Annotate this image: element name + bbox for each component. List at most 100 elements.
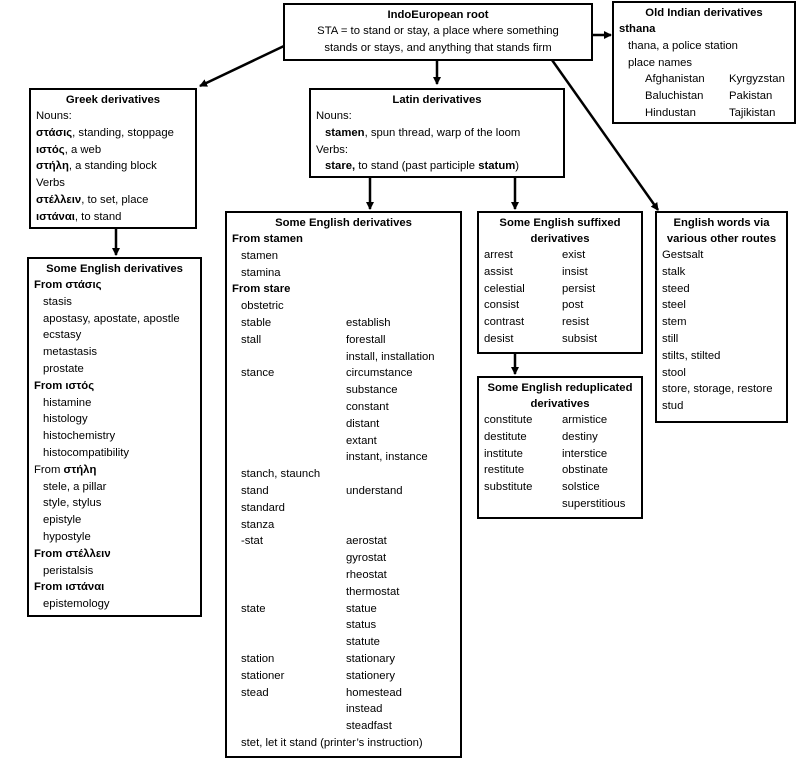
other-routes-box: English words via various other routes G…	[655, 211, 788, 423]
cell-left: state	[241, 602, 266, 615]
old-indian-line-1: thana, a police station	[628, 39, 738, 52]
greek-nouns-label: Nouns:	[36, 110, 72, 122]
reduplicated-title-2: derivatives	[530, 398, 590, 410]
cell-right: homestead	[346, 686, 402, 699]
cell-right: gyrostat	[346, 552, 387, 565]
word-right: destiny	[562, 430, 598, 443]
arrow-root-to-other-routes	[550, 59, 660, 211]
cell-right: rheostat	[346, 568, 387, 581]
word-left: celestial	[484, 282, 525, 295]
cell-right: distant	[346, 417, 380, 430]
word-right: insist	[562, 265, 588, 278]
cell-right: understand	[346, 484, 403, 497]
cell-left: -stat	[241, 535, 263, 548]
reduplicated-derivatives-box: Some English reduplicated derivatives co…	[477, 376, 643, 519]
table-row: steadfast	[232, 718, 455, 735]
table-row: consist post	[484, 297, 636, 314]
latin-noun: stamen, spun thread, warp of the loom	[325, 126, 521, 139]
place-name: Baluchistan	[645, 90, 704, 103]
cell-right: substance	[346, 384, 398, 397]
table-row: instant, instance	[232, 449, 455, 466]
cell-right: stationery	[346, 669, 395, 682]
heading-word: στήλη	[63, 463, 97, 476]
greek-english-title: Some English derivatives	[46, 263, 183, 275]
list-item: stele, a pillar	[43, 480, 107, 493]
word-left: constitute	[484, 414, 533, 426]
list-item: histocompatibility	[43, 446, 130, 459]
word-right: exist	[562, 249, 586, 261]
cell-right: aerostat	[346, 535, 387, 548]
list-item: store, storage, restore	[662, 383, 773, 396]
place-names-table: Afghanistan Baluchistan Hindustan Kyrgyz…	[619, 71, 789, 121]
stamen-item: stamina	[241, 266, 281, 279]
reduplicated-title-1: Some English reduplicated	[487, 382, 633, 394]
greek-verb: ιστάναι, to stand	[36, 210, 122, 223]
table-row: statute	[232, 634, 455, 651]
greek-noun: ιστός, a web	[36, 143, 102, 156]
word-right: obstinate	[562, 464, 608, 477]
cell-right: thermostat	[346, 585, 400, 598]
other-routes-title-2: various other routes	[666, 233, 777, 245]
word-left: contrast	[484, 316, 525, 329]
word-left: arrest	[484, 249, 513, 261]
cell-left: stall	[241, 333, 262, 346]
heading-prefix: From	[34, 547, 66, 560]
table-row: status	[232, 617, 455, 634]
table-row: rheostat	[232, 567, 455, 584]
heading-word: στάσις	[65, 279, 102, 291]
cell-left: obstetric	[241, 300, 284, 313]
list-item: epistemology	[43, 598, 110, 611]
word-right: post	[562, 299, 584, 312]
old-indian-line-2: place names	[628, 56, 693, 69]
old-indian-title: Old Indian derivatives	[645, 7, 763, 19]
table-row: -stat aerostat	[232, 533, 455, 550]
cell-right: instead	[346, 703, 383, 716]
table-row: constant	[232, 399, 455, 416]
list-item: apostasy, apostate, apostle	[43, 312, 180, 325]
root-line-2: stands or stays, and anything that stand…	[324, 41, 552, 54]
suffixed-title-1: Some English suffixed	[499, 217, 621, 229]
greek-verbs-label: Verbs	[36, 177, 65, 190]
cell-right: constant	[346, 400, 389, 413]
word-right: subsist	[562, 332, 598, 345]
list-item: epistyle	[43, 514, 82, 527]
word-right: superstitious	[562, 497, 626, 510]
table-row: thermostat	[232, 584, 455, 601]
greek-noun: στάσις, standing, stoppage	[36, 126, 174, 139]
table-row: extant	[232, 433, 455, 450]
list-item: steed	[662, 282, 690, 295]
root-title: IndoEuropean root	[387, 9, 489, 21]
word-left: substitute	[484, 481, 533, 494]
cell-right: statue	[346, 602, 377, 615]
stamen-item: stamen	[241, 249, 279, 262]
word-left: desist	[484, 332, 514, 345]
latin-verb: stare, to stand (past participle statum)	[325, 160, 520, 173]
list-item: histochemistry	[43, 430, 116, 443]
cell-right: instant, instance	[346, 451, 428, 464]
table-row: state statue	[232, 601, 455, 618]
cell-right: forestall	[346, 333, 386, 346]
table-row: gyrostat	[232, 550, 455, 567]
cell-left: stanza	[241, 518, 275, 531]
greek-derivatives-box: Greek derivatives Nouns: στάσις, standin…	[29, 88, 197, 229]
list-item: steel	[662, 299, 686, 312]
suffixed-title-2: derivatives	[530, 233, 590, 245]
table-row: substance	[232, 382, 455, 399]
table-row: obstetric	[232, 298, 455, 315]
greek-noun: στήλη, a standing block	[36, 160, 157, 173]
old-indian-box: Old Indian derivatives sthana thana, a p…	[612, 1, 796, 124]
heading-prefix: From	[34, 279, 66, 291]
table-row: stanza	[232, 517, 455, 534]
greek-source-heading: From ιστός	[34, 378, 195, 395]
list-item: style, stylus	[43, 497, 102, 510]
word-left: consist	[484, 299, 520, 312]
latin-verbs-label: Verbs:	[316, 143, 349, 156]
word-right: resist	[562, 316, 589, 329]
